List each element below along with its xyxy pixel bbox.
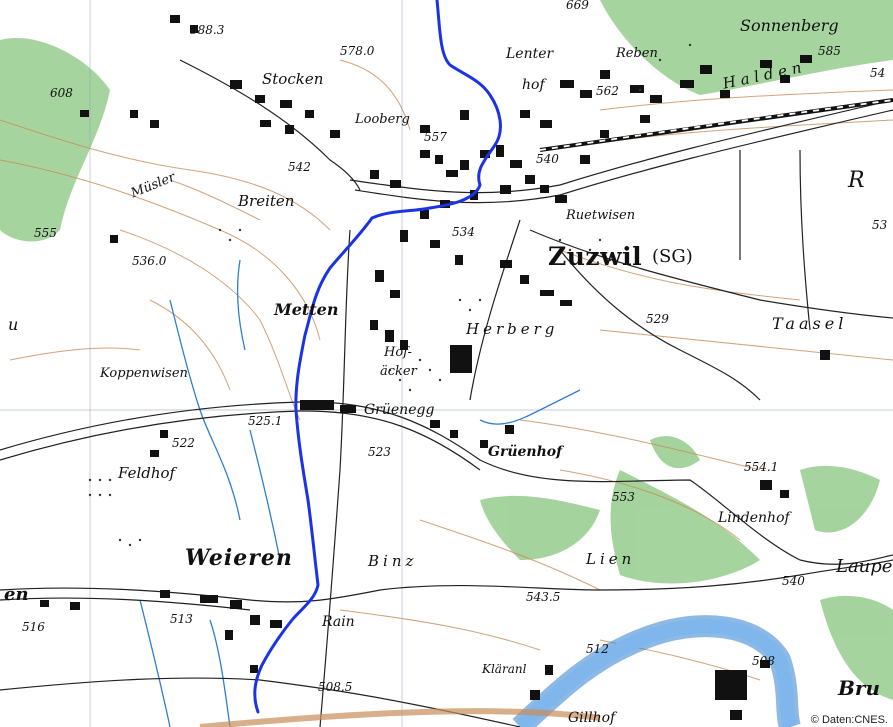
label-zuzwil: Zuzwil	[548, 242, 643, 271]
label-hofacker-2: äcker	[380, 364, 417, 379]
label-bru: Bru	[838, 676, 880, 700]
spot-height: 534	[452, 225, 475, 239]
label-lenter: Lenter	[506, 46, 554, 62]
label-sonnenberg: Sonnenberg	[740, 16, 839, 35]
spot-height: 540	[782, 574, 805, 588]
label-gruenhof: Grüenhof	[488, 444, 563, 460]
spot-height: 540	[536, 152, 559, 166]
label-laupe: Laupe	[836, 556, 893, 577]
label-taasel: Taasel	[772, 314, 848, 333]
spot-height: 557	[424, 130, 447, 144]
roads	[0, 59, 893, 727]
spot-height: 512	[586, 642, 609, 656]
spot-height: 608	[50, 86, 73, 100]
label-weieren: Weieren	[185, 545, 293, 571]
spot-height: 543.5	[526, 590, 561, 604]
spot-height: 553	[612, 490, 635, 504]
spot-height: 536.0	[132, 254, 167, 268]
railway	[199, 98, 893, 727]
label-breiten: Breiten	[238, 192, 295, 210]
spot-height: 525.1	[248, 414, 283, 428]
label-gillhof: Gillhof	[568, 710, 616, 726]
spot-height: 522	[172, 436, 195, 450]
spot-height: 669	[566, 0, 589, 12]
spot-height: 516	[22, 620, 45, 634]
spot-height: 585	[818, 44, 841, 58]
streams	[139, 259, 581, 727]
label-reben: Reben	[616, 46, 658, 61]
label-feldhof: Feldhof	[118, 464, 176, 482]
spot-height: 529	[646, 312, 669, 326]
spot-height: 554.1	[744, 460, 779, 474]
spot-height: 508	[752, 654, 775, 668]
label-stocken: Stocken	[262, 70, 324, 88]
spot-height: 513	[170, 612, 193, 626]
label-metten: Metten	[274, 300, 339, 319]
spot-height: 508.5	[318, 680, 353, 694]
orchard-dots	[88, 43, 692, 547]
label-ruetwisen: Ruetwisen	[566, 208, 636, 223]
label-herberg: Herberg	[466, 320, 559, 338]
spot-height: 588.3	[190, 23, 225, 37]
hiking-route	[253, 0, 502, 714]
label-hofacker-1: Hof-	[384, 345, 412, 360]
river	[512, 615, 801, 727]
label-binz: Binz	[368, 552, 418, 570]
spot-height: 523	[368, 445, 391, 459]
label-gruenegg: Grüenegg	[364, 402, 435, 418]
spot-height: 542	[288, 160, 311, 174]
label-u: u	[8, 315, 19, 334]
label-lien: Lien	[586, 550, 636, 568]
label-lindenhof: Lindenhof	[718, 510, 790, 526]
label-en: en	[4, 584, 29, 605]
label-koppenwisen: Koppenwisen	[100, 366, 188, 381]
label-hof: hof	[522, 77, 545, 93]
spot-height: 555	[34, 226, 57, 240]
label-klaeranl: Kläranl	[482, 662, 527, 676]
spot-height: 54	[870, 66, 886, 80]
spot-height: 53	[872, 218, 888, 232]
label-rain: Rain	[322, 614, 355, 630]
spot-height: 562	[596, 84, 619, 98]
spot-height: 578.0	[340, 44, 375, 58]
map-credit: © Daten:CNES.	[807, 714, 891, 726]
forest-areas	[0, 0, 893, 700]
label-zuzwil-canton: (SG)	[652, 246, 693, 267]
label-r: R	[848, 168, 865, 193]
label-looberg: Looberg	[355, 112, 410, 127]
buildings	[40, 15, 830, 720]
